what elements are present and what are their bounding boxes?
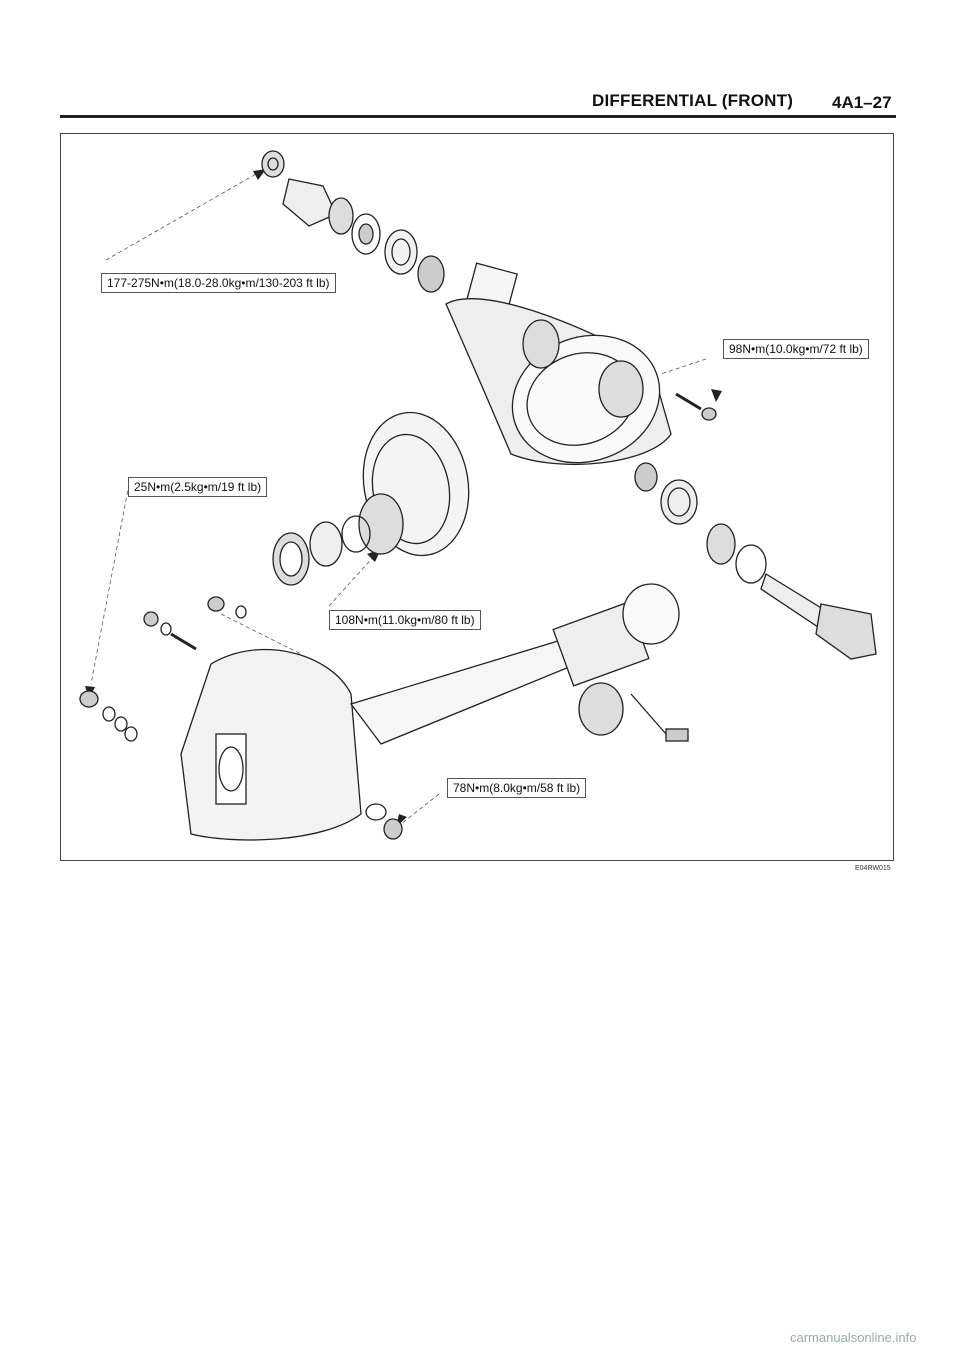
ring-gear-assembly: [272, 411, 470, 586]
torque-callout-drain-plug: 78N•m(8.0kg•m/58 ft lb): [447, 778, 587, 798]
leader-lines: [90, 173, 707, 825]
page-section-title: DIFFERENTIAL (FRONT): [592, 91, 794, 110]
torque-callout-carrier-bolt: 98N•m(10.0kg•m/72 ft lb): [723, 339, 869, 359]
bearing-races-right: [634, 462, 698, 525]
exploded-diagram-figure: 177-275N•m(18.0-28.0kg•m/130-203 ft lb) …: [60, 133, 894, 861]
differential-exploded-drawing: [79, 150, 877, 841]
figure-code: E04RW015: [855, 865, 891, 872]
watermark-text: carmanualsonline.info: [790, 1330, 917, 1345]
differential-carrier: [445, 262, 717, 466]
torque-callout-housing-bolt: 25N•m(2.5kg•m/19 ft lb): [128, 477, 268, 497]
fasteners-left: [79, 596, 403, 840]
drive-pinion: [706, 523, 877, 660]
torque-callout-companion-flange-nut: 177-275N•m(18.0-28.0kg•m/130-203 ft lb): [101, 273, 336, 293]
axle-housing: [180, 583, 689, 841]
companion-flange: [261, 150, 445, 293]
header-divider: [60, 115, 896, 118]
page-number: 4A1–27: [832, 93, 892, 112]
torque-callout-ring-gear-bolt: 108N•m(11.0kg•m/80 ft lb): [329, 610, 481, 630]
